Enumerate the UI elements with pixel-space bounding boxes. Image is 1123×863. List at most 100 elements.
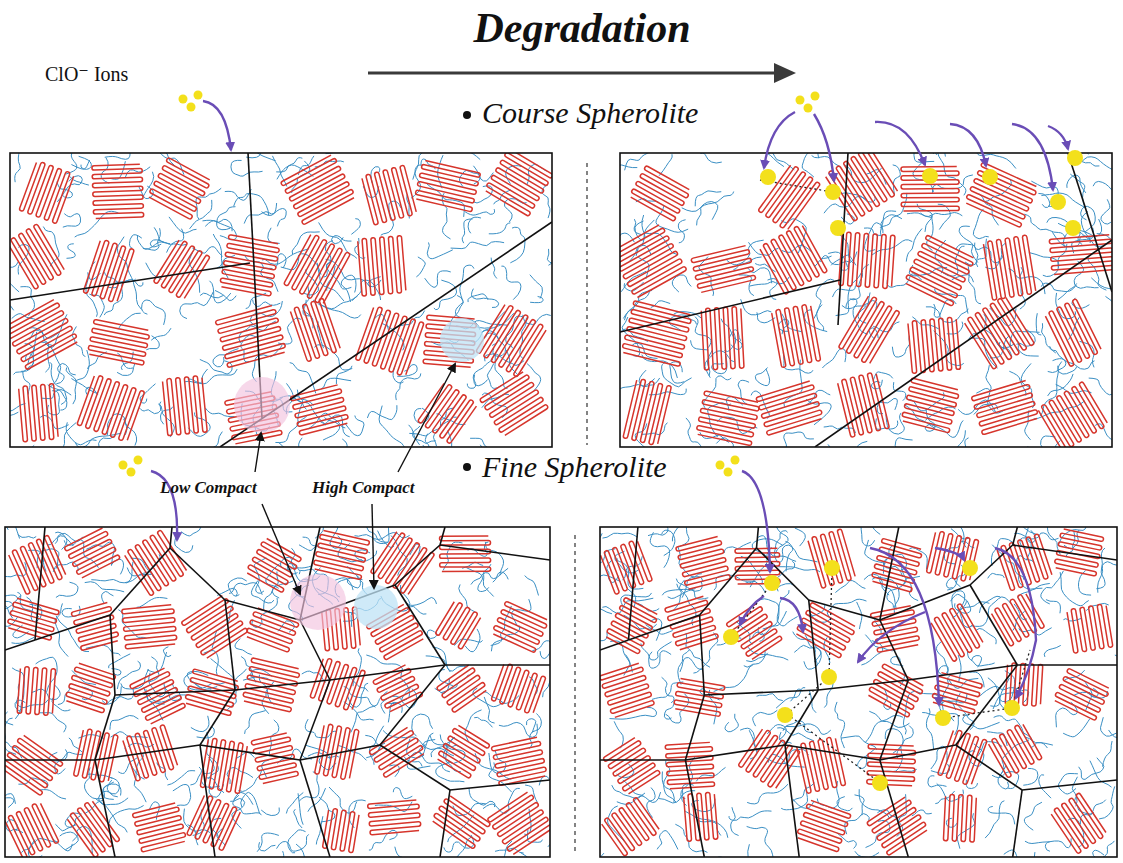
lamella-stack [5,801,59,857]
spherulite-boundary [440,545,550,560]
lamella-stack [908,317,961,373]
ion-dot [796,96,805,105]
amorphous-chain [729,330,740,341]
lamella-stack [92,164,144,218]
amorphous-chain [264,572,279,610]
amorphous-chain [1041,571,1064,604]
diffusion-path [787,714,879,782]
lamella-stack [629,165,691,221]
amorphous-chain [892,336,909,357]
amorphous-chain [1100,718,1116,737]
spherulite-boundary [970,585,1017,665]
amorphous-chain [623,780,643,795]
amorphous-chain [133,279,141,309]
amorphous-chain [1060,573,1088,606]
amorphous-chain [395,847,408,857]
lamella-stack [290,298,341,362]
amorphous-chain [659,155,672,176]
amorphous-chain [425,271,451,288]
ion-arrow [742,471,770,572]
amorphous-chain [56,533,83,543]
amorphous-chain [845,814,870,834]
amorphous-chain [181,527,202,536]
amorphous-chain [352,219,361,235]
amorphous-chain [926,407,956,420]
amorphous-chain [946,578,960,588]
lamella-stack [676,536,731,590]
amorphous-chain [1046,600,1060,613]
leader-line [398,364,455,472]
spherulite-boundary [880,760,909,857]
lamella-stack [187,794,242,851]
lamella-stack [162,375,207,435]
lamella-stack [943,794,976,842]
spherulite-boundary [440,527,445,545]
leader-line [372,504,374,588]
lamella-stack [1050,793,1107,854]
lamella-stack [440,536,491,571]
ion-site [982,169,998,185]
amorphous-chain [795,528,805,546]
spherulite-boundary [380,665,445,745]
lamella-stack [19,160,74,223]
amorphous-chain [76,350,90,380]
amorphous-chain [86,645,120,655]
amorphous-chain [63,214,80,227]
bullet [463,111,471,119]
lamella-stack [435,600,482,650]
spherulite-boundary [395,545,440,585]
amorphous-chain [117,364,134,376]
spherulite-boundary [785,745,799,857]
amorphous-chain [433,647,467,671]
amorphous-chain [793,632,821,661]
amorphous-chain [747,827,775,857]
spherulite-boundary [1013,545,1117,560]
lamella-stack [983,235,1036,300]
amorphous-chain [52,838,72,851]
leader-line [255,433,261,472]
lamella-stack [696,391,761,446]
lamella-stack [904,235,976,306]
callout-label: High Compact [312,478,414,498]
lamella-stack [215,305,287,368]
ion-dot [716,461,725,470]
low-compact-zone [290,574,346,630]
ion-arrow [858,612,925,662]
spherulite-boundary [225,600,235,690]
ion-arrow [203,101,231,150]
amorphous-chain [467,360,492,389]
spherulite-boundary [380,745,450,790]
amorphous-chain [635,215,645,240]
amorphous-chain [268,228,280,243]
amorphous-chain [152,329,171,341]
amorphous-chain [279,438,302,447]
ion-site [760,169,776,185]
amorphous-chain [543,677,550,697]
amorphous-chain [614,722,623,748]
spherulite-boundary [757,527,759,548]
amorphous-chain [1044,646,1060,657]
lamella-stack [964,162,1038,227]
coarse-panel-before [10,153,552,447]
amorphous-chain [143,229,160,251]
ion-site [825,184,841,200]
amorphous-chain [396,374,421,400]
amorphous-chain [393,788,412,799]
amorphous-chain [105,153,130,159]
amorphous-chain [1103,741,1112,766]
amorphous-chain [46,341,50,372]
amorphous-chain [12,638,34,644]
lamella-stack [484,153,552,216]
amorphous-chain [262,808,280,816]
amorphous-chain [154,228,183,245]
spherulite-boundary [1013,790,1022,857]
amorphous-chain [1101,200,1111,224]
ion-dot [194,91,203,100]
amorphous-chain [471,438,515,447]
lamella-stack [64,527,120,579]
amorphous-chain [368,406,397,420]
lamella-stack [245,607,299,652]
lamella-stack [153,238,210,300]
amorphous-chain [109,806,143,823]
amorphous-chain [731,808,739,836]
